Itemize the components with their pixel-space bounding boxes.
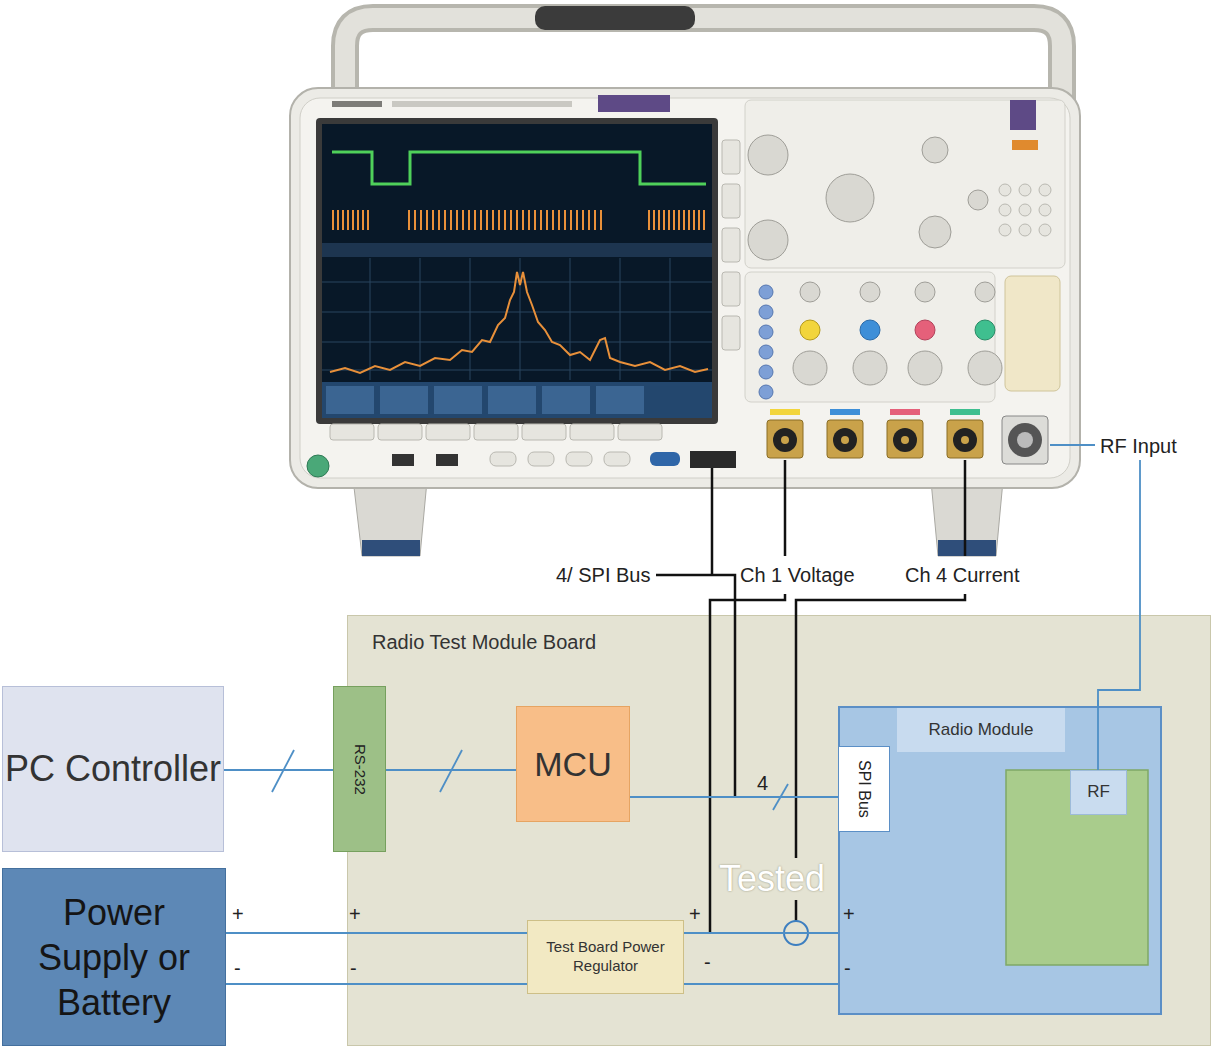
node-label: RS-232 — [351, 744, 369, 795]
rs232-port: RS-232 — [333, 686, 386, 852]
signal-line — [630, 796, 838, 798]
node-label: Radio Module — [897, 708, 1065, 752]
signal-line — [684, 932, 838, 934]
regulator-box: Test Board Power Regulator — [527, 920, 684, 994]
node-label: RF — [1087, 782, 1110, 802]
node-label: Radio Test Module Board — [372, 630, 596, 654]
mcu-box: MCU — [516, 706, 630, 822]
power-supply-box: Power Supply or Battery — [2, 868, 226, 1046]
signal-line — [386, 769, 516, 771]
probe-label: RF Input — [1100, 434, 1177, 458]
node-label: PC Controller — [5, 747, 221, 790]
bus-width-label: 4 — [756, 771, 769, 795]
signal-line — [226, 983, 527, 985]
test-board: Radio Test Module BoardRS-232 MCU Test Boa… — [347, 615, 1211, 1046]
signal-line — [224, 769, 333, 771]
probe-label: Ch 1 Voltage — [740, 563, 855, 587]
polarity-mark: - — [704, 950, 711, 974]
node-label: MCU — [534, 744, 611, 785]
watermark: Tested — [715, 858, 829, 900]
node-label: SPI Bus — [854, 760, 873, 818]
polarity-mark: + — [843, 902, 855, 926]
rf-port: RF — [1070, 770, 1127, 815]
radio-module: Radio ModuleSPI Bus RF — [838, 706, 1162, 1015]
polarity-mark: + — [689, 902, 701, 926]
polarity-mark: - — [844, 956, 851, 980]
node-label: Power Supply or Battery — [3, 890, 225, 1025]
probe-label: 4/ SPI Bus — [556, 563, 651, 587]
polarity-mark: - — [350, 956, 357, 980]
signal-line — [684, 983, 838, 985]
polarity-mark: - — [234, 956, 241, 980]
signal-line — [226, 932, 527, 934]
spi-bus-port: SPI Bus — [838, 746, 890, 832]
node-label: Test Board Power Regulator — [545, 938, 667, 976]
probe-label: Ch 4 Current — [905, 563, 1020, 587]
polarity-mark: + — [232, 902, 244, 926]
polarity-mark: + — [349, 902, 361, 926]
controller-box: PC Controller — [2, 686, 224, 852]
